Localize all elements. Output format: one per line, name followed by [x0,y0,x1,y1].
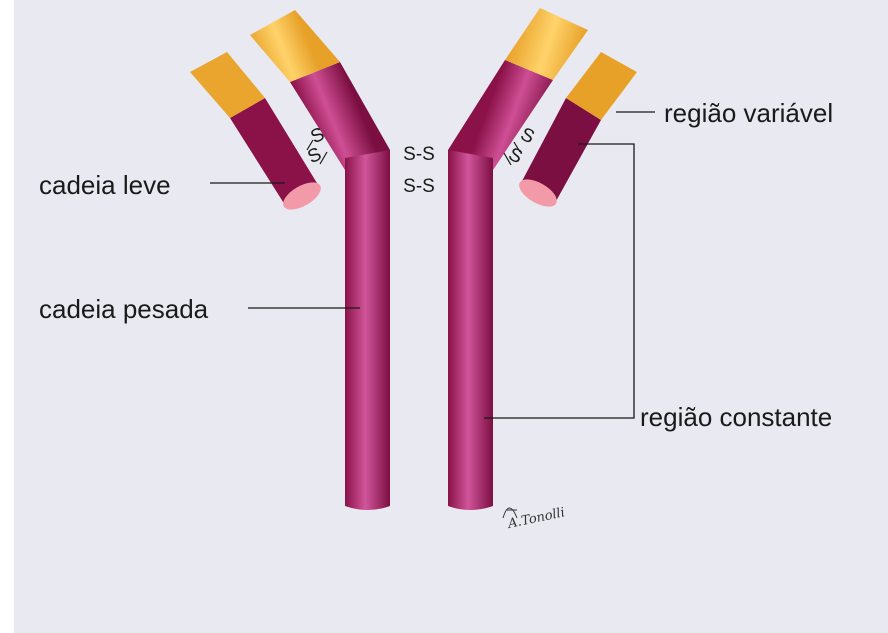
heavy-chain-right-stem [448,150,493,510]
disulfide-bond-1: S-S [403,144,435,165]
label-light-chain: cadeia leve [39,170,171,200]
heavy-chain-left-stem [345,150,390,510]
label-constant-region: região constante [640,402,832,432]
label-variable-region: região variável [664,98,833,128]
disulfide-bond-2: S-S [403,176,435,197]
label-heavy-chain: cadeia pesada [39,294,209,324]
